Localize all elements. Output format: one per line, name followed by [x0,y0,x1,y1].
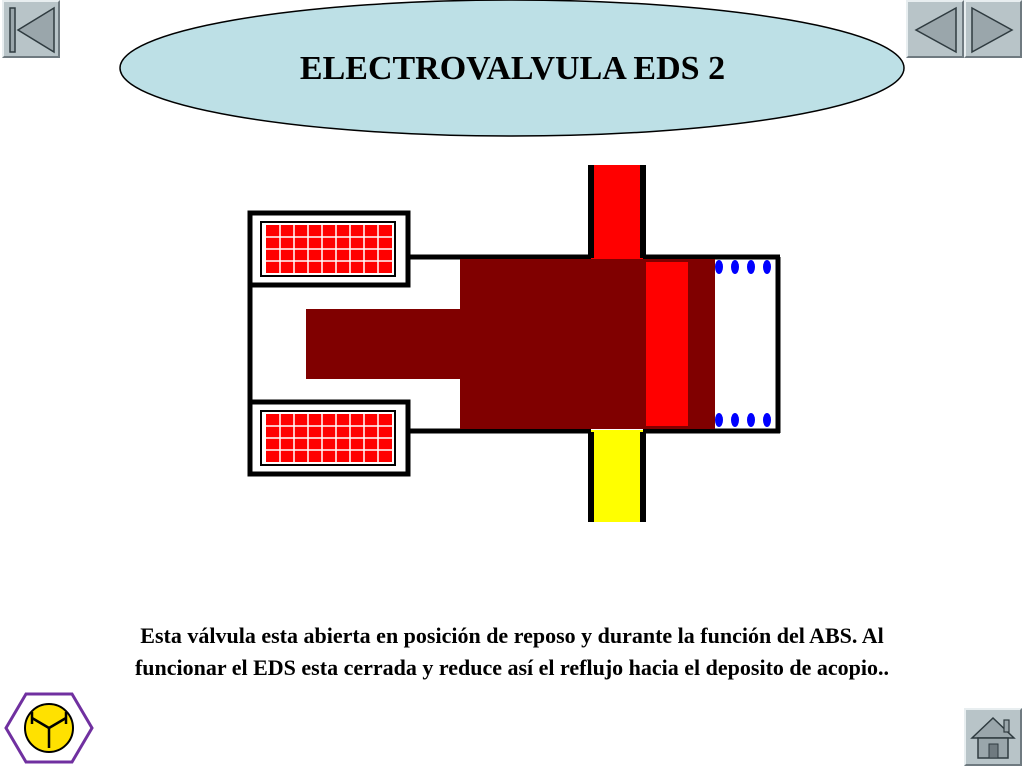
home-icon [970,716,1016,759]
valve-housing [247,254,781,434]
return-spring [715,260,771,427]
page-title: ELECTROVALVULA EDS 2 [299,50,726,87]
upper-coil [247,210,411,288]
description-line-1: Esta válvula esta abierta en posición de… [140,623,884,648]
first-slide-button[interactable] [2,0,60,58]
description-text: Esta válvula esta abierta en posición de… [10,620,1014,684]
description-line-2: funcionar el EDS esta cerrada y reduce a… [134,655,890,680]
skip-to-first-icon [9,6,55,54]
valve-plunger [306,259,715,429]
next-arrow-icon [971,6,1014,54]
upper-red-pipe [588,165,646,265]
next-slide-button[interactable] [964,0,1022,58]
lower-yellow-pipe [588,430,646,522]
previous-arrow-icon [914,6,957,54]
lower-coil [247,399,411,477]
hexagon-logo-icon[interactable] [4,690,96,766]
previous-slide-button[interactable] [906,0,964,58]
home-button[interactable] [964,708,1022,766]
valve-diagram [247,165,781,522]
title-ellipse [119,0,905,137]
